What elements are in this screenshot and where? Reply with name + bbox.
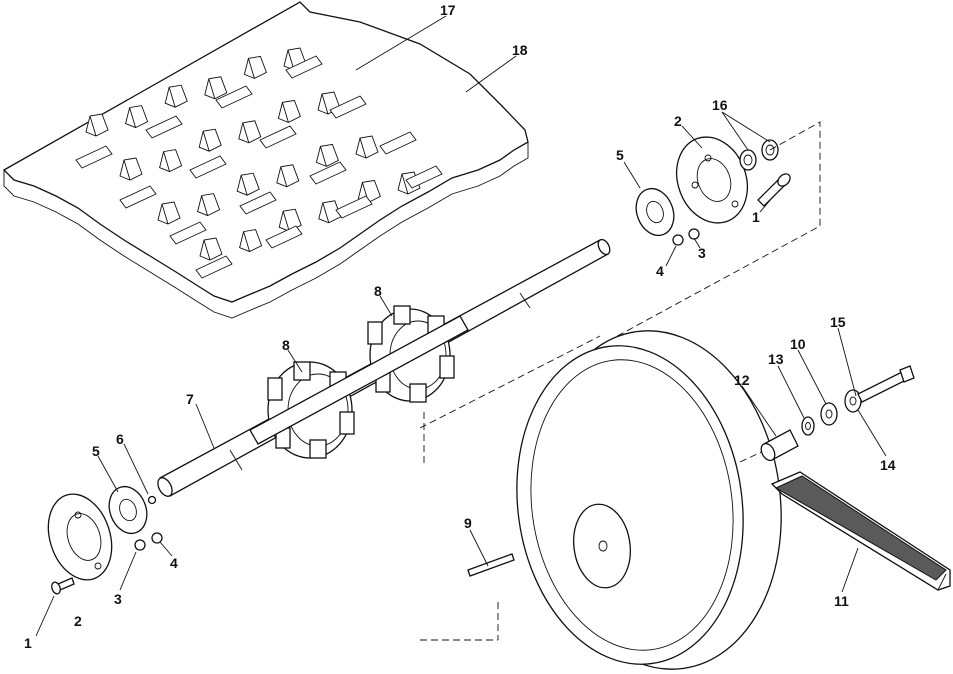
callout-12: 12 [734, 372, 750, 388]
callout-4-left: 4 [170, 555, 178, 571]
callout-4-right: 4 [656, 263, 664, 279]
nuts-right [672, 228, 700, 246]
callout-14: 14 [880, 457, 896, 473]
track-window [145, 115, 183, 139]
nuts-left [134, 495, 163, 551]
callout-6: 6 [116, 431, 124, 447]
track-lug [164, 84, 188, 108]
track-lug [277, 99, 301, 123]
track-lug [199, 237, 223, 261]
washer-14 [844, 389, 862, 413]
callout-1-right: 1 [752, 209, 760, 225]
track-lug [198, 128, 222, 152]
track-window [75, 145, 113, 169]
track-lug [315, 143, 339, 167]
track-window [119, 185, 157, 209]
bolt-right [757, 173, 791, 207]
track-belt [2, 1, 529, 319]
track-lug [85, 113, 109, 137]
leader-lines [35, 15, 887, 637]
flange-plate-right [676, 136, 748, 224]
callout-1-left: 1 [24, 635, 32, 651]
track-window [265, 225, 303, 249]
track-window [215, 85, 253, 109]
track-window [379, 131, 417, 155]
callout-15: 15 [830, 314, 846, 330]
track-lug [243, 55, 267, 79]
spacer [760, 429, 799, 462]
callout-3-left: 3 [114, 591, 122, 607]
track-lug [157, 201, 181, 225]
wear-strip [770, 471, 951, 591]
callout-11: 11 [834, 593, 849, 609]
track-lug [236, 172, 260, 196]
washer-10 [820, 402, 838, 426]
callouts: 17 18 16 2 5 1 3 4 8 8 7 6 5 4 3 2 1 9 1… [24, 2, 896, 651]
washers-right [739, 139, 779, 171]
callout-18: 18 [512, 42, 528, 58]
callout-7: 7 [186, 391, 194, 407]
track-window [335, 195, 373, 219]
track-window [239, 191, 277, 215]
track-window [259, 125, 297, 149]
callout-2-left: 2 [74, 613, 82, 629]
bolt-15 [857, 365, 915, 403]
flange-plate-left [47, 493, 113, 581]
callout-5-left: 5 [92, 443, 100, 459]
track-lug [197, 193, 221, 217]
callout-10: 10 [790, 336, 806, 352]
track-lug [119, 157, 143, 181]
washer-13 [801, 416, 815, 436]
bearing-left [108, 485, 148, 535]
callout-8-front: 8 [282, 337, 290, 353]
callout-3-right: 3 [698, 245, 706, 261]
track-window [195, 255, 233, 279]
roll-pin [467, 553, 515, 577]
track-window [405, 165, 443, 189]
track-lug [355, 135, 379, 159]
callout-16: 16 [712, 97, 728, 113]
idler-wheel [516, 330, 782, 670]
callout-17: 17 [440, 2, 456, 18]
callout-2-right: 2 [674, 113, 682, 129]
bolt-left [51, 577, 75, 595]
callout-5-right: 5 [616, 147, 624, 163]
track-window [169, 221, 207, 245]
track-lug [204, 76, 228, 100]
callout-9: 9 [464, 515, 472, 531]
track-window [329, 95, 367, 119]
track-window [285, 55, 323, 79]
track-lug [159, 149, 183, 173]
bearing-right [635, 187, 675, 237]
callout-13: 13 [768, 351, 784, 367]
track-window [189, 155, 227, 179]
track-window [309, 161, 347, 185]
track-lug [276, 164, 300, 188]
track-lug [125, 105, 149, 129]
callout-8-rear: 8 [374, 283, 382, 299]
track-lug [239, 229, 263, 253]
track-lug [238, 120, 262, 144]
